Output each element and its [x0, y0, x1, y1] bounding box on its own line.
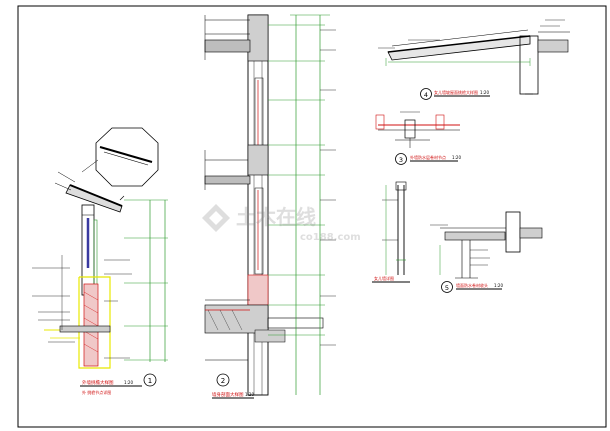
detail-3-number-circle [395, 153, 407, 165]
detail-5-number: 5 [445, 284, 449, 292]
detail-4-number-circle [420, 88, 432, 100]
detail-2-wall-section: 2 墙身剖面大样图 1:20 [204, 14, 336, 399]
watermark-cn: 土木在线 [236, 205, 316, 229]
detail-4-number: 4 [424, 91, 428, 99]
detail-5-scale: 1:20 [494, 283, 503, 288]
detail-2-roof-slab [247, 14, 269, 62]
detail-1-scale: 1:20 [124, 380, 133, 385]
detail-4-parapet-eave: 4 女儿墙坡屋面挑檐大样图 1:20 [378, 19, 570, 100]
detail-3-scale: 1:20 [452, 155, 461, 160]
detail-3-number: 3 [399, 156, 403, 164]
watermark: 土木在线 co188.com [202, 204, 361, 243]
detail-3-waterproof-joint: 3 外墙防水层卷材节点 1:20 [375, 111, 461, 165]
detail-2-title: 墙身剖面大样图 [212, 391, 244, 398]
detail-2-number-circle [216, 373, 230, 387]
detail-5-membrane-termination: 5 墙面防水卷材收头 1:20 [430, 211, 543, 293]
detail-1-number-circle [143, 373, 157, 387]
detail-4-scale: 1:20 [480, 90, 489, 95]
detail-2-scale: 1:20 [245, 392, 254, 397]
sheet-border [17, 5, 607, 428]
detail-1-eave: 外墙挑檐大样图 1:20 外 挑檐节点详图 1 [32, 127, 168, 395]
detail-2-middle-slab [247, 144, 269, 176]
detail-3-title: 外墙防水层卷材节点 [410, 154, 446, 160]
watermark-en: co188.com [300, 232, 361, 243]
detail-1-subtitle: 外 挑檐节点详图 [82, 389, 111, 395]
detail-4-title: 女儿墙坡屋面挑檐大样图 [434, 89, 478, 95]
detail-1-title: 外墙挑檐大样图 [82, 379, 114, 386]
detail-1-number: 1 [148, 377, 152, 385]
detail-5-title: 墙面防水卷材收头 [456, 282, 488, 288]
watermark-logo-icon [202, 204, 230, 232]
detail-1-magnifier [95, 127, 159, 187]
detail-1-masonry [83, 283, 99, 367]
detail-6-parapet: 女儿墙详图 [372, 181, 410, 283]
detail-5-number-circle [441, 281, 453, 293]
detail-2-number: 2 [221, 377, 225, 385]
detail-6-title: 女儿墙详图 [374, 275, 394, 281]
